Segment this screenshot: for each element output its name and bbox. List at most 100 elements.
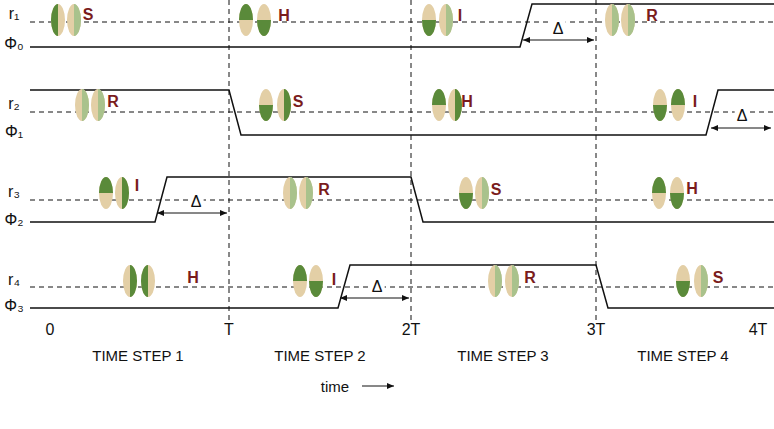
lens-body — [257, 4, 271, 36]
lens-half — [422, 20, 436, 36]
lens-body — [277, 89, 291, 121]
lens-half — [51, 4, 58, 36]
signal-name: Φ₃ — [4, 298, 23, 314]
time-step-label: TIME STEP 1 — [92, 348, 183, 363]
state-letter: S — [83, 7, 94, 23]
lens-half — [482, 177, 489, 209]
signal-name: Φ₂ — [5, 212, 24, 228]
lens-body — [439, 4, 453, 36]
lens-body — [51, 4, 65, 36]
delay-label: Δ — [370, 279, 385, 295]
lens-half — [676, 281, 690, 297]
lens-body — [67, 4, 81, 36]
grid-lines — [30, 0, 774, 320]
lens-half — [653, 105, 667, 121]
lens-body — [75, 89, 89, 121]
lens-body — [505, 265, 519, 297]
lens-body — [621, 4, 635, 36]
lens-half — [455, 89, 462, 121]
time-step-label: TIME STEP 3 — [457, 348, 548, 363]
state-letter: R — [107, 94, 119, 110]
state-letter: S — [491, 182, 502, 198]
lens-body — [652, 177, 666, 209]
time-tick: 4T — [749, 322, 768, 338]
lens-body — [259, 89, 273, 121]
time-step-label: TIME STEP 4 — [637, 348, 728, 363]
state-letter: H — [278, 8, 290, 24]
state-letter: I — [458, 8, 462, 24]
lens-body — [676, 265, 690, 297]
lens-body — [475, 177, 489, 209]
state-letter: R — [646, 8, 658, 24]
state-letter: H — [187, 270, 199, 286]
lens-body — [694, 265, 708, 297]
lens-half — [628, 4, 635, 36]
lens-body — [488, 265, 502, 297]
state-letter: H — [461, 94, 473, 110]
time-tick: T — [224, 322, 234, 338]
lens-body — [115, 177, 129, 209]
lens-body — [422, 4, 436, 36]
delay-arrows — [157, 40, 771, 386]
lens-half — [652, 177, 666, 193]
lens-half — [141, 265, 148, 297]
lens-body — [239, 4, 253, 36]
lens-body — [605, 4, 619, 36]
lens-pairs — [51, 4, 708, 297]
lens-body — [459, 177, 473, 209]
time-tick: 0 — [46, 322, 55, 338]
state-letter: I — [693, 94, 697, 110]
lens-half — [701, 265, 708, 297]
lens-half — [293, 265, 307, 281]
radius-label: r₄ — [8, 272, 20, 288]
signal-name: Φ₀ — [4, 36, 23, 52]
state-letter: S — [713, 270, 724, 286]
lens-half — [122, 177, 129, 209]
lens-body — [99, 177, 113, 209]
state-letter: R — [524, 270, 536, 286]
lens-body — [670, 177, 684, 209]
state-letter: R — [318, 182, 330, 198]
lens-half — [495, 265, 502, 297]
lens-half — [290, 177, 297, 209]
lens-half — [612, 4, 619, 36]
lens-half — [257, 20, 271, 36]
radius-label: r₃ — [8, 184, 20, 200]
time-step-label: TIME STEP 2 — [274, 348, 365, 363]
state-letter: I — [135, 178, 139, 194]
lens-body — [432, 89, 446, 121]
time-tick: 3T — [587, 322, 606, 338]
lens-half — [306, 177, 313, 209]
lens-half — [74, 4, 81, 36]
delay-label: Δ — [735, 108, 750, 124]
lens-body — [283, 177, 297, 209]
lens-body — [141, 265, 155, 297]
delay-label: Δ — [551, 21, 566, 37]
signal-name: Φ₁ — [5, 124, 23, 140]
lens-body — [671, 89, 685, 121]
lens-half — [98, 89, 105, 121]
lens-half — [259, 105, 273, 121]
waveforms — [30, 4, 774, 308]
lens-body — [448, 89, 462, 121]
lens-body — [309, 265, 323, 297]
lens-body — [653, 89, 667, 121]
lens-half — [512, 265, 519, 297]
lens-half — [130, 265, 137, 297]
state-letter: H — [686, 181, 698, 197]
lens-half — [459, 193, 473, 209]
lens-half — [82, 89, 89, 121]
delay-label: Δ — [189, 194, 204, 210]
lens-half — [99, 177, 113, 193]
state-letter: I — [332, 272, 336, 288]
lens-body — [299, 177, 313, 209]
radius-label: r₂ — [8, 96, 20, 112]
axis-title: time — [321, 379, 349, 394]
lens-half — [671, 89, 685, 105]
lens-half — [446, 4, 453, 36]
state-letter: S — [293, 94, 304, 110]
time-tick: 2T — [402, 322, 421, 338]
lens-half — [670, 193, 684, 209]
